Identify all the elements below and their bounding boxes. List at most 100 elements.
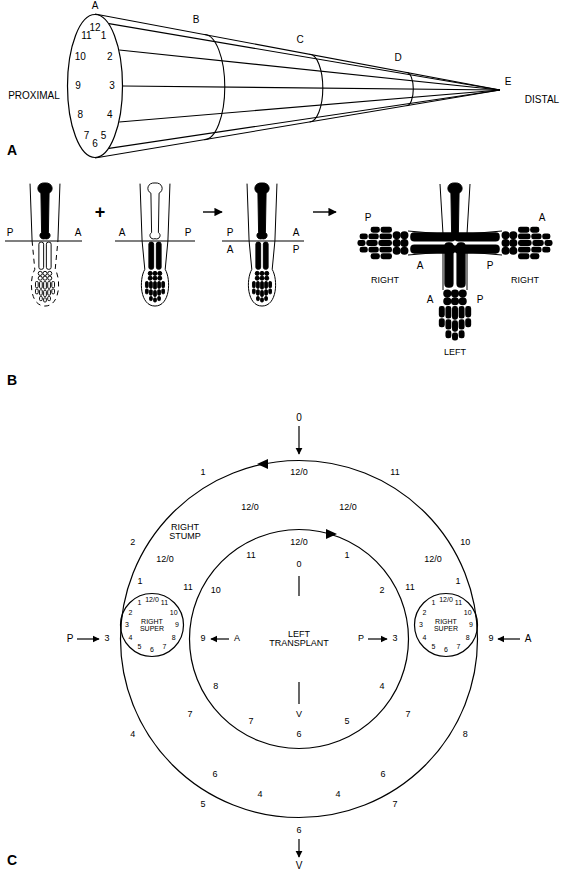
limb-bones	[145, 183, 164, 302]
clock-number: 8	[77, 110, 83, 121]
clock-number: 4	[107, 110, 113, 121]
callout-label: DISTAL	[525, 95, 559, 105]
clock-number: 1	[101, 31, 107, 42]
limb-bones	[35, 183, 54, 302]
clock-number: 2	[422, 609, 426, 616]
callout-label: A	[525, 634, 532, 644]
callout-label: RIGHT	[371, 276, 399, 285]
node-outline	[190, 530, 409, 749]
cut-lines	[5, 240, 304, 241]
clock-number: 3	[109, 81, 115, 92]
clock-number: 3	[392, 634, 397, 643]
clock-number: 2	[107, 52, 113, 63]
clock-number: 12/0	[290, 538, 308, 547]
process-arrows	[203, 211, 336, 212]
callout-label: P	[7, 228, 14, 238]
clock-number: 2	[128, 609, 132, 616]
clock-number: 4	[380, 682, 385, 691]
panel-letter: +	[95, 203, 106, 221]
clock-number: 0	[296, 560, 301, 569]
clock-number: 10	[460, 538, 470, 547]
clock-number: 4	[128, 634, 132, 641]
callout-label: A	[539, 213, 546, 223]
clock-number: 12/0	[439, 596, 453, 603]
cone-section	[407, 73, 413, 106]
callout-label: PROXIMAL	[8, 91, 60, 101]
clock-number: 11	[390, 468, 399, 477]
region-name: RIGHT SUPER	[431, 618, 461, 633]
callout-label: E	[505, 77, 512, 87]
clock-number: 10	[75, 52, 86, 63]
clock-number: 11	[81, 31, 91, 42]
clock-number: 5	[138, 643, 142, 650]
region-name: RIGHT STUMP	[165, 523, 205, 542]
cone-ray	[123, 86, 500, 90]
node-outline	[68, 15, 123, 158]
supernumerary-circle: RIGHT SUPER12/01234567891011	[120, 593, 184, 657]
clock-number: 1	[432, 600, 436, 607]
clock-number: 12/0	[424, 555, 442, 564]
axis-arrows	[77, 426, 520, 857]
callout-label: P	[293, 245, 300, 255]
limb-bones	[358, 183, 552, 340]
limb-bones	[252, 183, 271, 302]
clock-number: 8	[463, 730, 468, 739]
clock-number: 7	[457, 643, 461, 650]
clock-number: 8	[172, 634, 176, 641]
clock-number: 7	[248, 717, 253, 726]
limb-skin	[30, 184, 60, 306]
callout-label: P	[365, 213, 372, 223]
clock-number: 6	[296, 826, 301, 835]
callout-label: A	[293, 228, 300, 238]
clock-number: 3	[125, 621, 129, 628]
transplant-circle: LEFT TRANSPLANT12/012345678910110VPA	[189, 529, 409, 749]
cone-section	[204, 35, 224, 140]
clock-number: 6	[212, 770, 217, 779]
clock-number: 12/0	[156, 555, 174, 564]
callout-label: A	[119, 228, 126, 238]
panel-letter: C	[7, 853, 17, 867]
limb-skin	[140, 184, 170, 306]
clock-number: 6	[444, 646, 448, 653]
callout-label: V	[296, 861, 303, 871]
clock-number: V	[296, 710, 302, 719]
clock-number: 12/0	[145, 596, 159, 603]
callout-label: B	[193, 15, 200, 25]
clock-number: 4	[130, 730, 135, 739]
clock-number: A	[234, 634, 240, 643]
clock-number: 11	[161, 600, 168, 607]
callout-label: A	[417, 261, 424, 271]
clock-number: 7	[84, 131, 90, 142]
clock-number: 1	[455, 577, 460, 586]
callout-label: P	[487, 261, 494, 271]
clock-number: 1	[137, 577, 142, 586]
callout-label: P	[477, 295, 484, 305]
callout-label: A	[75, 228, 82, 238]
cone-lines	[95, 14, 500, 158]
clock-number: 12/0	[339, 503, 357, 512]
cone-section	[310, 54, 323, 122]
clock-ellipse: 121234567891011	[67, 14, 123, 158]
clock-number: 11	[183, 583, 192, 592]
callout-label: RIGHT	[511, 276, 539, 285]
clock-number: 1	[344, 551, 349, 560]
clock-number: 3	[419, 621, 423, 628]
callout-label: A	[227, 245, 234, 255]
callout-label: C	[296, 35, 303, 45]
cone-ray	[119, 90, 500, 122]
clock-number: 9	[488, 634, 493, 643]
clock-number: 8	[213, 682, 218, 691]
cone-ray	[119, 50, 500, 90]
clock-number: 2	[380, 586, 385, 595]
clock-number: 5	[344, 717, 349, 726]
clock-number: 11	[405, 583, 414, 592]
clock-number: 2	[130, 538, 135, 547]
callout-label: P	[67, 634, 74, 644]
clock-number: 7	[163, 643, 167, 650]
clock-number: 6	[380, 770, 385, 779]
direction-arrowheads	[257, 459, 337, 539]
panel-letter: A	[7, 143, 17, 157]
clock-number: 4	[257, 790, 262, 799]
clock-number: 4	[335, 790, 340, 799]
panel-letter: B	[7, 373, 17, 387]
